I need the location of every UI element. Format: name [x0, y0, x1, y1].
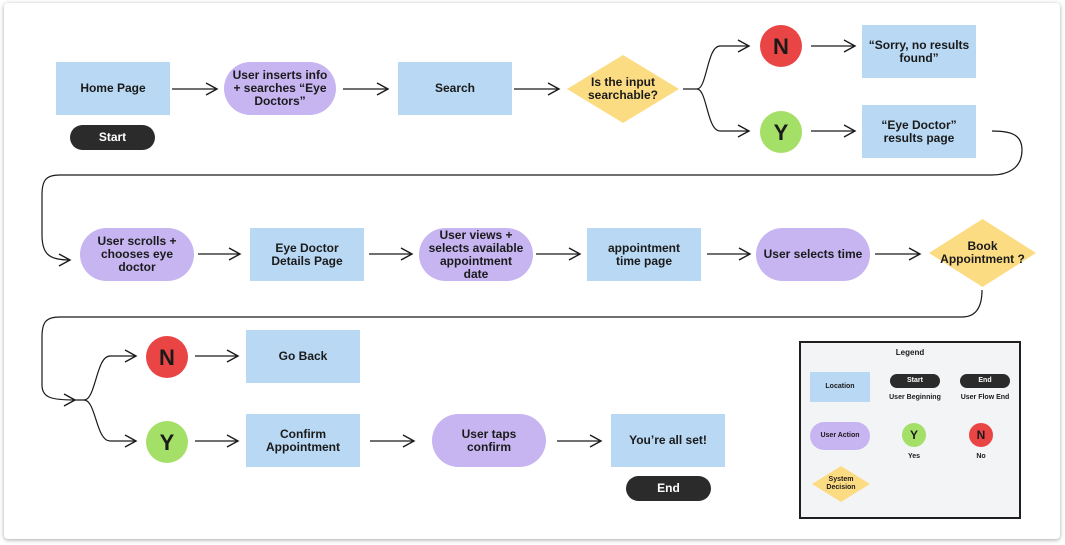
yes-circle-1: Y — [760, 111, 802, 153]
book-appointment-diamond — [929, 219, 1036, 287]
appointment-time-page-location[interactable]: appointment time page — [587, 228, 701, 281]
legend-decision-label: System Decision — [826, 476, 856, 491]
all-set-location[interactable]: You’re all set! — [611, 414, 725, 467]
legend-action-swatch: User Action — [810, 422, 870, 450]
wrap-row2-to-row3 — [41, 289, 983, 400]
legend-panel: Legend Location Start User Beginning End… — [799, 341, 1021, 519]
searchable-diamond — [567, 55, 679, 123]
no-2-label: N — [159, 344, 175, 370]
eye-doctor-details-location[interactable]: Eye Doctor Details Page — [250, 228, 364, 281]
no-circle-2: N — [146, 336, 188, 378]
branch-no-2 — [75, 349, 138, 401]
go-back-label: Go Back — [278, 349, 328, 363]
legend-no-caption: No — [976, 453, 986, 460]
branch-no-1 — [683, 39, 751, 90]
legend-yes-label: Y — [909, 428, 918, 442]
yes-1-label: Y — [773, 119, 789, 145]
no-circle-1: N — [760, 25, 802, 67]
user-views-selects-date-action[interactable]: User views + selects available appointme… — [419, 228, 533, 281]
connector-layer — [41, 39, 1023, 448]
eye-doctor-results-label: “Eye Doctor” results page — [881, 117, 957, 145]
legend-yes-caption: Yes — [907, 453, 921, 460]
legend-title: Legend — [895, 348, 925, 357]
eye-doctor-results-location[interactable]: “Eye Doctor” results page — [862, 105, 976, 158]
confirm-appointment-location[interactable]: Confirm Appointment — [246, 414, 360, 467]
end-label: End — [657, 481, 680, 495]
end-pill: End — [626, 476, 711, 501]
yes-circle-2: Y — [146, 421, 188, 463]
search-label: Search — [434, 81, 476, 95]
legend-start-pill: Start — [890, 374, 940, 388]
user-taps-confirm-label: User taps confirm — [461, 426, 517, 454]
start-pill: Start — [70, 125, 155, 150]
branch-yes-1 — [696, 88, 751, 138]
legend-decision-swatch: System Decision — [812, 466, 870, 502]
legend-action-label: User Action — [820, 432, 860, 439]
confirm-appointment-label: Confirm Appointment — [266, 426, 340, 454]
user-inserts-info-action[interactable]: User inserts info + searches “Eye Doctor… — [224, 62, 336, 115]
sorry-no-results-location[interactable]: “Sorry, no results found” — [862, 25, 976, 78]
search-location[interactable]: Search — [398, 62, 512, 115]
user-selects-time-action[interactable]: User selects time — [756, 228, 870, 281]
user-inserts-info-label: User inserts info + searches “Eye Doctor… — [232, 68, 328, 108]
start-label: Start — [98, 130, 127, 144]
legend-start-caption: User Beginning — [889, 394, 941, 401]
user-selects-time-label: User selects time — [763, 247, 863, 261]
no-1-label: N — [773, 33, 789, 59]
legend-no-label: N — [976, 428, 986, 442]
legend-decision-diamond — [812, 466, 870, 502]
searchable-label: Is the input searchable? — [587, 75, 659, 102]
yes-2-label: Y — [159, 429, 175, 455]
searchable-decision[interactable]: Is the input searchable? — [567, 55, 679, 123]
book-appointment-label: Book Appointment ? — [940, 239, 1025, 266]
legend-yes-circle: Y — [902, 423, 926, 447]
home-page-label: Home Page — [80, 81, 146, 95]
home-page-location[interactable]: Home Page — [56, 62, 170, 115]
legend-location-label: Location — [825, 383, 855, 390]
user-scrolls-label: User scrolls + chooses eye doctor — [97, 234, 177, 274]
user-taps-confirm-action[interactable]: User taps confirm — [432, 414, 546, 467]
legend-end-caption: User Flow End — [960, 394, 1010, 401]
appointment-time-page-label: appointment time page — [608, 240, 680, 268]
legend-start-label: Start — [907, 377, 923, 384]
legend-end-label: End — [978, 377, 992, 384]
go-back-location[interactable]: Go Back — [246, 330, 360, 383]
sorry-no-results-label: “Sorry, no results found” — [868, 37, 970, 65]
user-scrolls-action[interactable]: User scrolls + chooses eye doctor — [80, 228, 194, 281]
legend-no-circle: N — [969, 423, 993, 447]
branch-yes-2 — [83, 399, 138, 448]
user-views-selects-date-label: User views + selects available appointme… — [428, 227, 524, 281]
wrap-row1-to-row2 — [41, 130, 1023, 267]
all-set-label: You’re all set! — [629, 433, 707, 447]
eye-doctor-details-label: Eye Doctor Details Page — [271, 240, 343, 268]
book-appointment-decision[interactable]: Book Appointment ? — [929, 219, 1036, 287]
legend-location-swatch: Location — [810, 372, 870, 402]
legend-end-pill: End — [960, 374, 1010, 388]
